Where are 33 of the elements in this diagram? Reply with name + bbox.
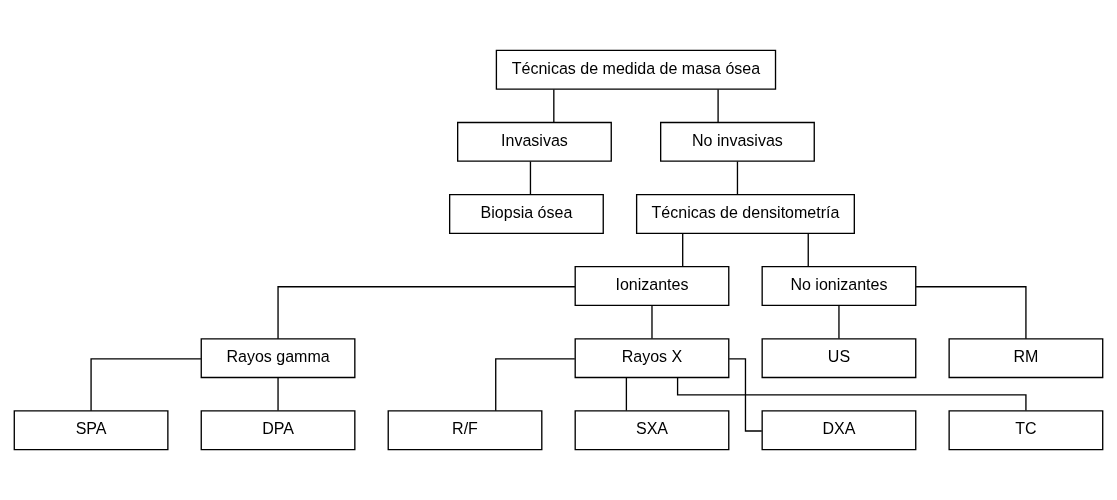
connector bbox=[676, 377, 1027, 412]
connector bbox=[625, 377, 628, 412]
connector bbox=[495, 358, 576, 412]
node-box: R/F bbox=[387, 410, 543, 451]
connector bbox=[807, 233, 809, 268]
connector bbox=[915, 286, 1027, 340]
connector bbox=[838, 305, 840, 340]
connector bbox=[277, 286, 576, 340]
connector bbox=[277, 377, 279, 412]
connector bbox=[717, 88, 719, 123]
connector bbox=[728, 358, 763, 432]
node-box: DXA bbox=[761, 410, 917, 451]
node-box: No ionizantes bbox=[761, 266, 917, 307]
node-box: Técnicas de medida de masa ósea bbox=[495, 49, 777, 90]
node-box: SXA bbox=[574, 410, 730, 451]
node-box: RM bbox=[948, 338, 1104, 379]
node-box: Rayos X bbox=[574, 338, 730, 379]
connector bbox=[682, 233, 684, 268]
node-box: Técnicas de densitometría bbox=[635, 193, 855, 234]
node-box: US bbox=[761, 338, 917, 379]
node-box: Invasivas bbox=[457, 121, 612, 162]
node-box: SPA bbox=[13, 410, 169, 451]
connector bbox=[529, 160, 532, 195]
node-box: Rayos gamma bbox=[200, 338, 356, 379]
connector bbox=[553, 88, 555, 123]
connector bbox=[90, 358, 202, 412]
connector bbox=[736, 160, 739, 195]
node-box: DPA bbox=[200, 410, 356, 451]
node-box: TC bbox=[948, 410, 1104, 451]
node-box: Ionizantes bbox=[574, 266, 730, 307]
connector bbox=[651, 305, 653, 340]
node-box: Biopsia ósea bbox=[449, 193, 604, 234]
node-box: No invasivas bbox=[660, 121, 815, 162]
